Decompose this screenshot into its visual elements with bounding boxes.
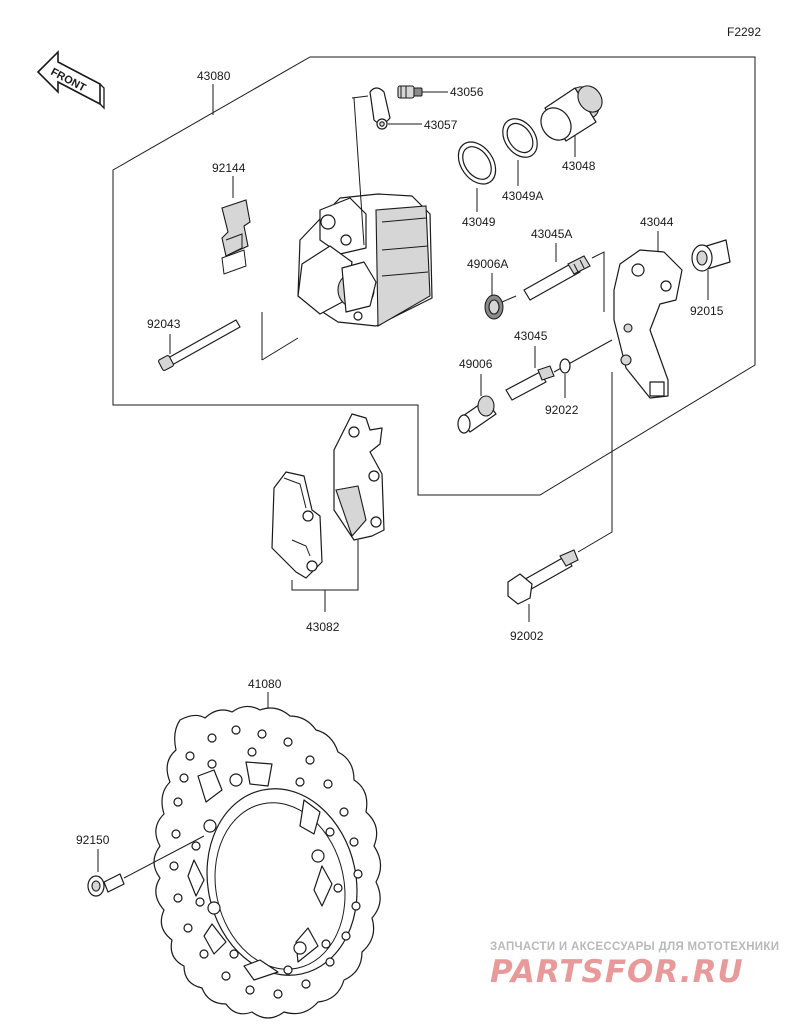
watermark-logo: PARTSFOR.RU (490, 954, 744, 990)
label-92022: 92022 (545, 403, 579, 417)
label-92002: 92002 (510, 629, 544, 643)
disc-bolt (87, 873, 125, 897)
slide-pin-lower (505, 365, 555, 401)
label-49006: 49006 (459, 357, 493, 371)
label-92015: 92015 (690, 304, 724, 318)
label-43045: 43045 (514, 329, 548, 343)
caliper-body (297, 193, 433, 327)
caliper-pin (158, 319, 241, 371)
label-43080: 43080 (197, 69, 231, 83)
label-41080: 41080 (248, 677, 282, 691)
caliper-bracket (613, 249, 683, 399)
circlip (559, 358, 571, 374)
label-43082: 43082 (306, 620, 340, 634)
label-43048: 43048 (562, 159, 596, 173)
bleeder-cap (369, 87, 391, 130)
label-43057: 43057 (424, 118, 458, 132)
label-43049A: 43049A (502, 189, 543, 203)
piston-seal (457, 141, 497, 185)
rubber-boot-upper (484, 294, 517, 320)
label-43044: 43044 (640, 215, 674, 229)
label-92150: 92150 (76, 833, 110, 847)
bracket-boot (691, 239, 731, 272)
figure-code: F2292 (727, 25, 761, 39)
bleeder-valve (397, 85, 423, 99)
label-92043: 92043 (147, 317, 181, 331)
brake-pad-right (333, 413, 385, 541)
watermark-tagline: ЗАПЧАСТИ И АКСЕССУАРЫ ДЛЯ МОТОТЕХНИКИ (490, 941, 779, 953)
mounting-bolt (507, 549, 579, 605)
rubber-boot-lower (457, 395, 497, 434)
label-92144: 92144 (212, 161, 246, 175)
label-43049: 43049 (462, 215, 496, 229)
label-43056: 43056 (450, 85, 484, 99)
label-49006A: 49006A (467, 257, 508, 271)
label-43045A: 43045A (531, 227, 572, 241)
pad-spring (221, 199, 251, 275)
brake-pad-left (271, 471, 323, 579)
front-arrow-icon: FRONT (36, 50, 105, 110)
caliper-assembly-outline (112, 56, 756, 496)
dust-seal (502, 118, 538, 158)
brake-disc (153, 705, 382, 1019)
caliper-piston (540, 85, 603, 142)
slide-pin-upper (523, 255, 591, 301)
